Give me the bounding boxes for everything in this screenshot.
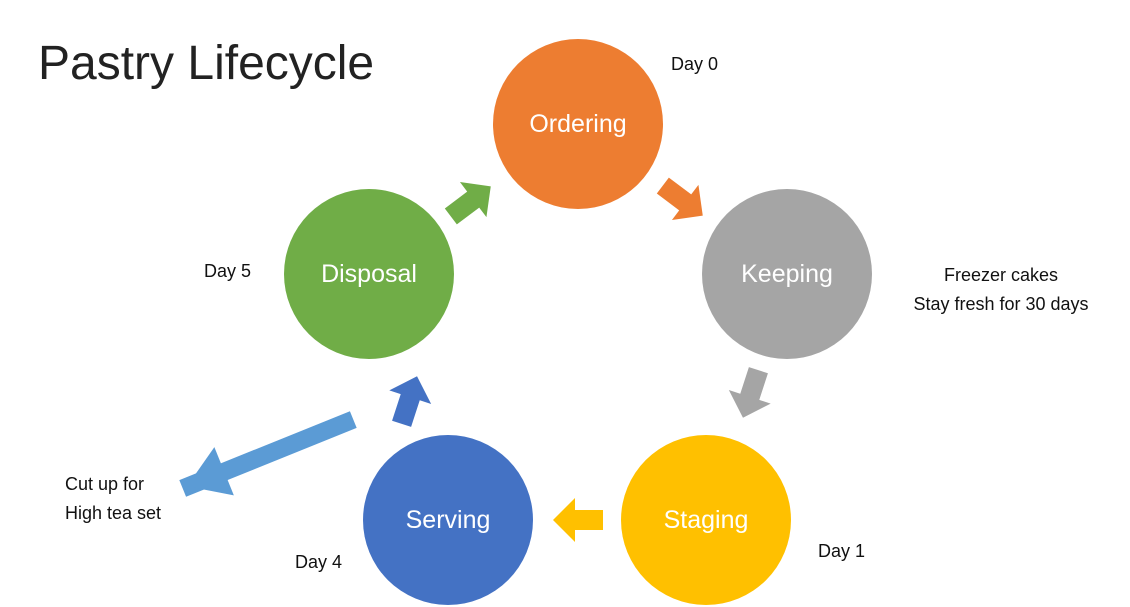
staging-label: Staging: [664, 506, 749, 534]
disposal-label: Disposal: [321, 260, 417, 288]
page-title: Pastry Lifecycle: [38, 37, 375, 90]
keeping-note-line2: Stay fresh for 30 days: [913, 294, 1089, 314]
day0-annotation: Day 0: [671, 54, 719, 74]
side-note: Cut up for High tea set: [65, 470, 161, 528]
keeping-note: Freezer cakes Stay fresh for 30 days: [896, 261, 1106, 319]
arrow-serving-to-high-tea-head: [187, 447, 234, 496]
arrow-serving-to-disposal: [389, 376, 432, 427]
stage-ordering: Ordering: [493, 39, 663, 209]
side-note-line2: High tea set: [65, 503, 162, 523]
side-note-line1: Cut up for: [65, 474, 145, 494]
arrow-disposal-to-ordering: [444, 182, 491, 225]
day1-annotation: Day 1: [818, 541, 866, 561]
ordering-circle: [493, 39, 663, 209]
stage-keeping: Keeping: [702, 189, 872, 359]
arrow-staging-to-serving: [553, 498, 603, 542]
stage-serving: Serving: [363, 435, 533, 605]
ordering-label: Ordering: [529, 110, 626, 138]
serving-label: Serving: [406, 506, 491, 534]
arrow-keeping-to-staging: [728, 367, 771, 418]
day5-annotation: Day 5: [204, 261, 252, 281]
staging-circle: [621, 435, 791, 605]
stage-disposal: Disposal: [284, 189, 454, 359]
stage-staging: Staging: [621, 435, 791, 605]
keeping-circle: [702, 189, 872, 359]
disposal-circle: [284, 189, 454, 359]
serving-circle: [363, 435, 533, 605]
day4-annotation: Day 4: [295, 552, 343, 572]
keeping-label: Keeping: [741, 260, 833, 288]
arrow-ordering-to-keeping: [656, 177, 703, 220]
keeping-note-line1: Freezer cakes: [943, 265, 1059, 285]
